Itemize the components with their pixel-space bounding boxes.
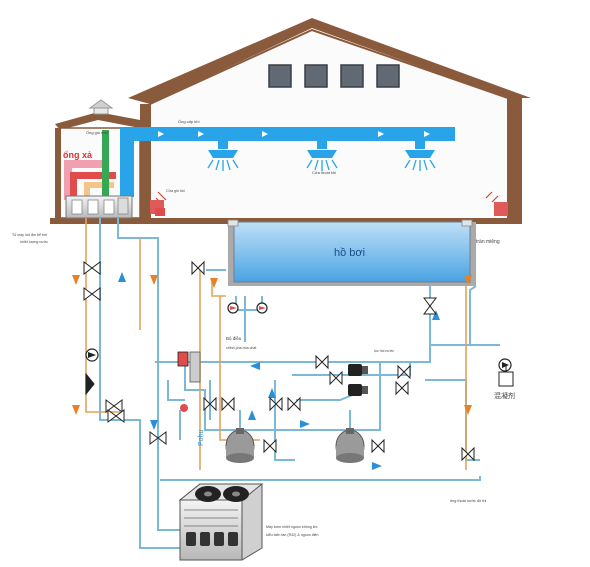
valve xyxy=(149,431,167,445)
pink-pipe xyxy=(64,160,108,168)
pohu-label: Pohu xyxy=(198,430,205,446)
duct-flow-arrows xyxy=(158,131,430,137)
window-3 xyxy=(340,64,364,88)
valve xyxy=(263,438,277,454)
filter-pump-2 xyxy=(348,384,368,396)
air-outlet-label: Cửa thoát khí xyxy=(312,170,337,175)
valve xyxy=(423,297,437,315)
roof-vent-label: Cửa gió hồi xyxy=(166,189,185,193)
valve xyxy=(269,396,283,412)
valves xyxy=(83,260,475,462)
valve xyxy=(395,380,409,396)
sand-filter-1 xyxy=(225,428,255,463)
valve xyxy=(191,260,205,276)
valve xyxy=(83,261,101,275)
valve xyxy=(105,399,123,413)
dosing-pump-2 xyxy=(256,302,268,314)
pump-group-label: Bộ điều xyxy=(226,336,242,341)
pool-water xyxy=(233,221,471,283)
floor xyxy=(50,218,522,224)
heatpump-note-1: Máy bơm nhiệt nguồn không khí xyxy=(266,525,318,529)
dosing-pump-1 xyxy=(227,302,239,314)
diffuser-1 xyxy=(207,141,239,171)
orange-pipe xyxy=(84,182,114,188)
heatpump-note-2: kiểu biến tần (R32) & nguồn điện xyxy=(266,533,319,537)
valve xyxy=(287,396,301,412)
vent-cap-top xyxy=(88,99,114,109)
valve xyxy=(461,446,475,462)
diffuser-2 xyxy=(306,141,338,171)
window-2 xyxy=(304,64,328,88)
supply-duct-label: Ống cấp khí xyxy=(178,119,200,124)
valve xyxy=(83,287,101,301)
supply-duct xyxy=(120,127,455,141)
right-wall xyxy=(508,98,522,222)
main-hall xyxy=(149,28,509,223)
valve xyxy=(329,370,343,386)
valve xyxy=(221,396,235,412)
diffuser-3 xyxy=(404,141,436,171)
red-indicator xyxy=(155,208,165,216)
tank-label: 混凝剂 xyxy=(494,391,515,400)
building xyxy=(50,18,531,224)
circulation-pump xyxy=(85,348,99,362)
valve xyxy=(315,354,329,370)
exhaust-pipe-label: ống xả xyxy=(63,150,93,160)
filter-pump-1 xyxy=(348,364,368,376)
annex-wall xyxy=(55,128,61,218)
valve xyxy=(397,364,411,380)
air-source-heat-pump xyxy=(178,483,264,561)
supply-duct-riser xyxy=(120,127,134,197)
pumps xyxy=(85,302,512,412)
valve xyxy=(371,438,385,454)
mixer-pump xyxy=(498,358,512,372)
valve xyxy=(85,372,95,396)
unit-note-1: Tủ máy hút ẩm bể bơi xyxy=(12,233,47,237)
fresh-air-pipe xyxy=(102,130,109,198)
flow-arrows xyxy=(72,272,472,470)
valve xyxy=(203,396,217,412)
pool-label: hồ bơi xyxy=(334,247,365,259)
filter-note-label: lọc hồi nước xyxy=(374,349,394,353)
chemical-tank xyxy=(498,365,514,387)
air-pipe-label: Ống gió mới xyxy=(86,130,108,135)
red-pipe xyxy=(70,172,116,179)
valve xyxy=(107,409,125,423)
left-wall xyxy=(140,104,150,222)
unit-note-2: nhiệt lượng nước xyxy=(20,240,48,244)
window-4 xyxy=(376,64,400,88)
drain-label: ống thoát nước đô thị xyxy=(450,499,486,503)
annex-roof xyxy=(55,112,140,130)
machine-room-pipes xyxy=(64,130,165,219)
heater-pump xyxy=(180,404,188,412)
pool xyxy=(227,219,476,286)
overflow-label: tràn miệng xyxy=(476,239,500,245)
window-1 xyxy=(268,64,292,88)
pump-group-sub: chỉnh pha hóa chất xyxy=(226,346,256,350)
heat-exchanger xyxy=(177,351,201,383)
sand-filter-2 xyxy=(335,428,365,463)
air-duct-system xyxy=(120,127,508,216)
return-grille-right xyxy=(485,191,508,216)
labels: ống xả Ống gió mới Ống cấp khí Cửa thoát… xyxy=(12,119,515,537)
